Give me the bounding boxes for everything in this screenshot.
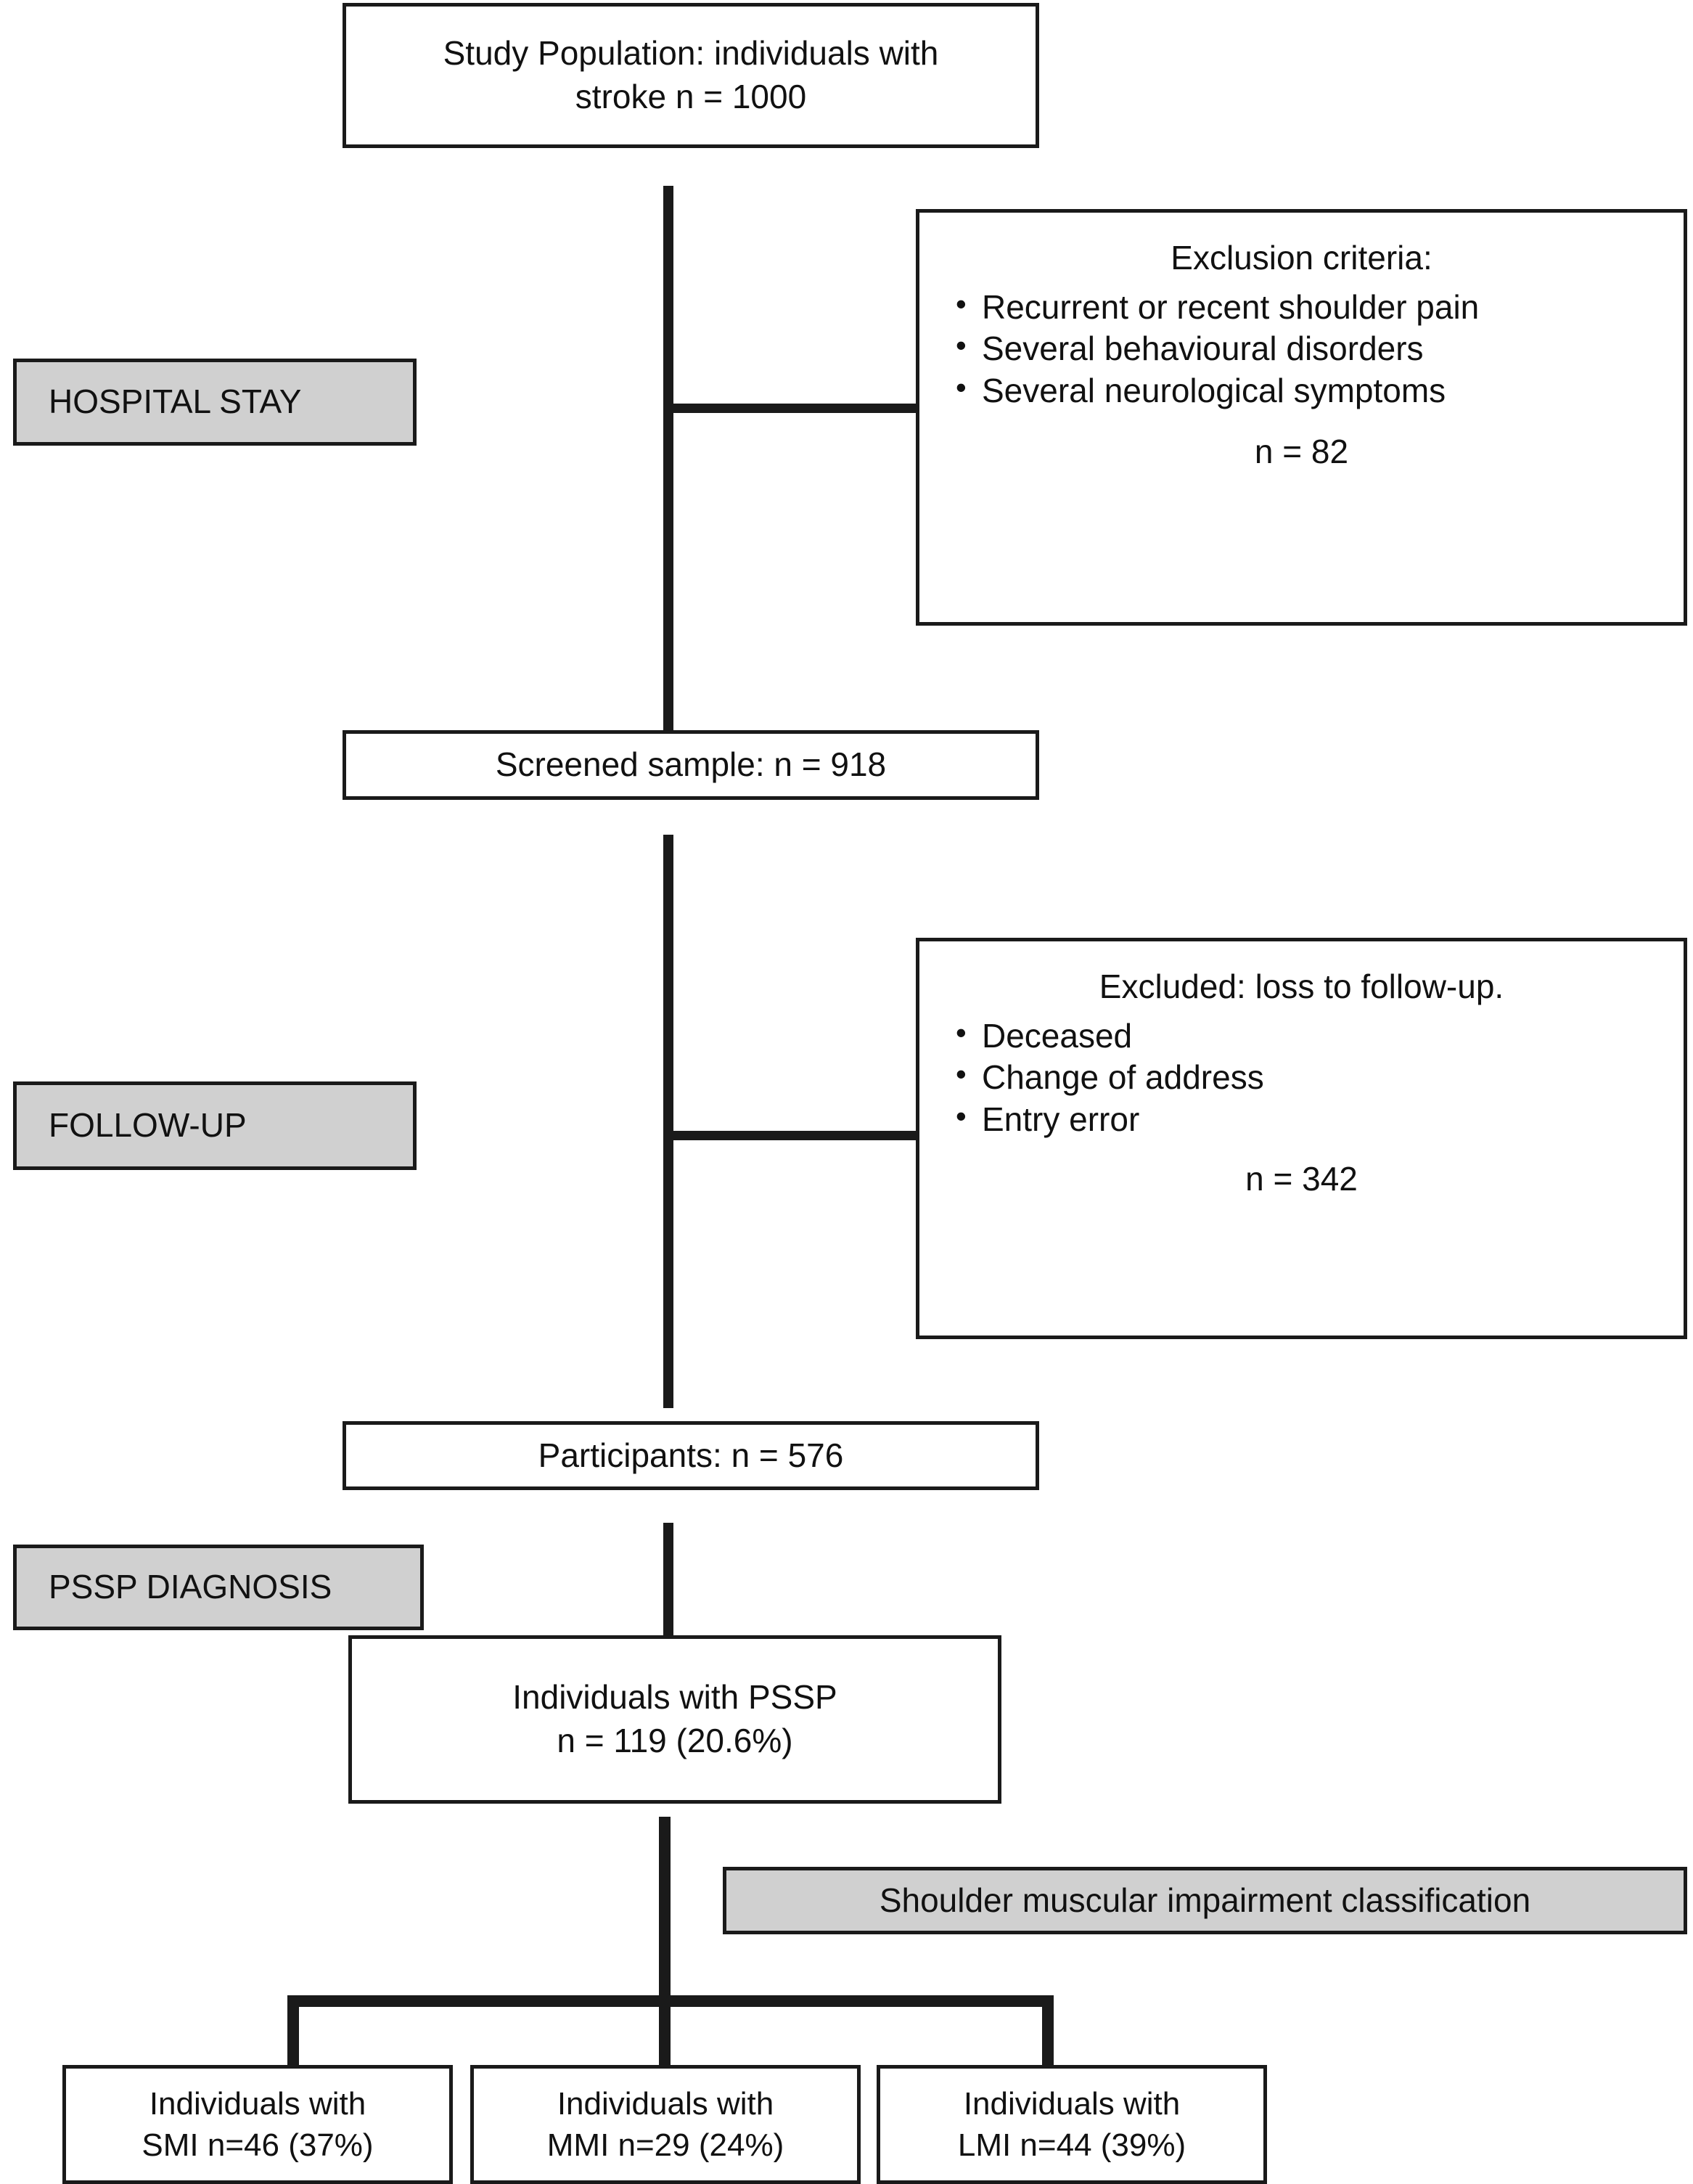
individuals-pssp-box: Individuals with PSSP n = 119 (20.6%) [348,1635,1001,1804]
stage-label-classification: Shoulder muscular impairment classificat… [723,1867,1687,1934]
stage-label-follow-up: FOLLOW-UP [13,1081,417,1170]
connector-branch-followup [663,1131,916,1140]
connector-split-bar [287,1995,1054,2007]
individuals-pssp-line1: Individuals with PSSP [512,1678,837,1717]
exclusion-criteria-panel: Exclusion criteria: Recurrent or recent … [916,209,1687,626]
followup-exclusion-title: Excluded: loss to follow-up. [1099,968,1504,1005]
exclusion-criteria-list: Recurrent or recent shoulder pain Severa… [948,285,1655,412]
screened-sample-box: Screened sample: n = 918 [343,730,1039,800]
followup-exclusion-list: Deceased Change of address Entry error [948,1014,1655,1141]
list-item: Recurrent or recent shoulder pain [948,285,1655,329]
connector-drop-middle [659,1995,671,2068]
stage-label-hospital-stay: HOSPITAL STAY [13,359,417,446]
connector-trunk-1 [663,186,673,730]
study-population-box: Study Population: individuals with strok… [343,3,1039,148]
exclusion-criteria-title: Exclusion criteria: [1171,239,1432,277]
participants-line1: Participants: n = 576 [538,1436,844,1474]
individuals-pssp-line2: n = 119 (20.6%) [557,1722,793,1759]
exclusion-criteria-n: n = 82 [1254,433,1349,470]
stage-label-hospital-stay-text: HOSPITAL STAY [49,383,302,421]
outcome-mmi-line2: MMI n=29 (24%) [546,2127,784,2163]
outcome-box-lmi: Individuals with LMI n=44 (39%) [877,2065,1267,2184]
connector-trunk-3 [663,1523,673,1636]
connector-branch-hospital [663,404,916,413]
stage-label-classification-text: Shoulder muscular impairment classificat… [879,1881,1531,1919]
outcome-smi-line1: Individuals with [149,2085,366,2122]
screened-sample-line1: Screened sample: n = 918 [495,745,887,784]
outcome-lmi-line1: Individuals with [963,2085,1181,2122]
connector-drop-left [287,1995,299,2068]
followup-exclusion-panel: Excluded: loss to follow-up. Deceased Ch… [916,938,1687,1339]
outcome-lmi-line2: LMI n=44 (39%) [957,2127,1186,2163]
participants-box: Participants: n = 576 [343,1421,1039,1490]
outcome-mmi-line1: Individuals with [557,2085,774,2122]
stage-label-pssp-diagnosis: PSSP DIAGNOSIS [13,1545,424,1630]
connector-drop-right [1042,1995,1054,2068]
connector-trunk-4 [659,1817,671,2000]
list-item: Several behavioural disorders [948,327,1655,370]
study-population-line2: stroke n = 1000 [575,78,807,115]
list-item: Change of address [948,1055,1655,1099]
list-item: Deceased [948,1014,1655,1058]
outcome-box-smi: Individuals with SMI n=46 (37%) [62,2065,453,2184]
connector-trunk-2 [663,835,673,1408]
outcome-smi-line2: SMI n=46 (37%) [142,2127,374,2163]
followup-exclusion-n: n = 342 [1245,1160,1358,1198]
stage-label-pssp-diagnosis-text: PSSP DIAGNOSIS [49,1568,332,1606]
list-item: Entry error [948,1097,1655,1141]
outcome-box-mmi: Individuals with MMI n=29 (24%) [470,2065,861,2184]
stage-label-follow-up-text: FOLLOW-UP [49,1106,247,1145]
study-population-line1: Study Population: individuals with [443,34,939,73]
list-item: Several neurological symptoms [948,369,1655,412]
